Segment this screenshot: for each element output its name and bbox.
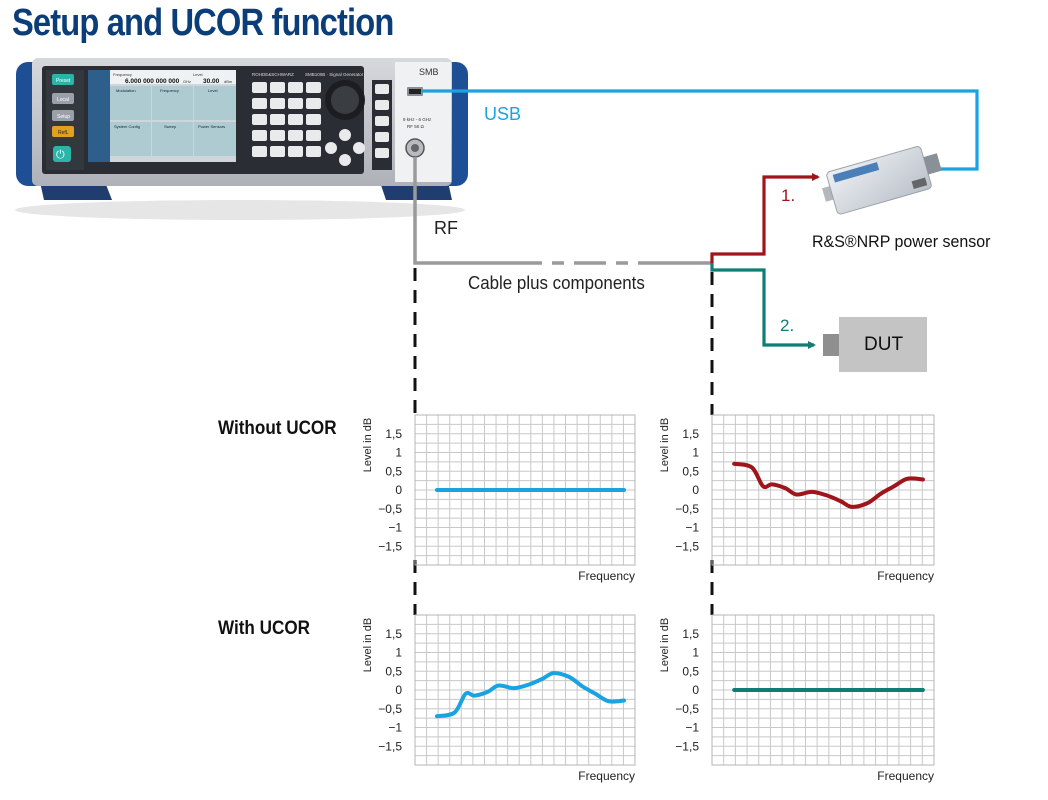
y-axis-label: Level in dB xyxy=(362,418,374,472)
screen-tile-system-config: System Config xyxy=(114,124,140,129)
signal-generator: ⏻ Preset Local Setup RefL Frequency 6.00… xyxy=(15,58,468,220)
y-tick-label: 0,5 xyxy=(682,464,699,478)
chart-frame xyxy=(414,414,636,566)
y-tick-label: −0,5 xyxy=(378,702,402,716)
y-tick-label: 0,5 xyxy=(385,464,402,478)
power-sensor xyxy=(822,146,942,215)
path-1-arrow xyxy=(710,173,820,263)
y-tick-label: 0 xyxy=(395,483,402,497)
y-tick-label: 1 xyxy=(395,646,402,660)
y-tick-label: −0,5 xyxy=(675,702,699,716)
row-title-without-ucor: Without UCOR xyxy=(218,418,337,439)
port-impedance-label: RF 50 Ω xyxy=(407,124,425,129)
y-tick-label: 1 xyxy=(692,446,699,460)
screen-frequency-unit: GHz xyxy=(183,79,191,84)
y-tick-label: 0,5 xyxy=(385,664,402,678)
chart-frame xyxy=(711,614,935,766)
screen-level-unit: dBm xyxy=(224,79,233,84)
keypad xyxy=(252,82,321,157)
arrow-keys xyxy=(325,129,365,166)
screen-tile-modulation: Modulation xyxy=(116,88,136,93)
y-tick-label: −0,5 xyxy=(378,502,402,516)
y-tick-label: 1,5 xyxy=(385,427,402,441)
screen-tile-power-sensors: Power Sensors xyxy=(198,124,225,129)
series-line xyxy=(435,671,626,719)
y-tick-label: −1,5 xyxy=(675,539,699,553)
y-tick-label: −1,5 xyxy=(675,739,699,753)
path-2-label: 2. xyxy=(780,316,795,335)
y-tick-label: −0,5 xyxy=(675,502,699,516)
screen-tile-frequency: Frequency xyxy=(160,88,179,93)
path-1-label: 1. xyxy=(781,186,796,205)
y-axis-label: Level in dB xyxy=(659,418,671,472)
chart-3: 1,5 1 0,5 0 −0,5 −1 −1,5 Level in dB Frequency xyxy=(362,614,636,783)
brand-text: ROHDE&SCHWARZ xyxy=(252,72,294,77)
series-line xyxy=(732,461,925,509)
y-tick-label: −1 xyxy=(685,721,699,735)
y-tick-label: 0 xyxy=(692,683,699,697)
y-tick-label: −1,5 xyxy=(378,739,402,753)
row-title-with-ucor: With UCOR xyxy=(218,618,310,639)
y-tick-label: 1,5 xyxy=(385,627,402,641)
x-axis-label: Frequency xyxy=(877,769,934,783)
y-tick-label: 0,5 xyxy=(682,664,699,678)
y-tick-label: −1,5 xyxy=(378,539,402,553)
usb-label: USB xyxy=(484,104,522,124)
local-key-label: Local xyxy=(57,97,69,103)
chart-4: 1,5 1 0,5 0 −0,5 −1 −1,5 Level in dB Frequency xyxy=(659,614,935,783)
setup-key-label: Setup xyxy=(57,114,70,120)
screen-level-label: Level xyxy=(193,72,203,77)
screen-tile-level: Level xyxy=(208,88,218,93)
dut-connector xyxy=(823,334,841,356)
model-label: SMB xyxy=(419,67,439,77)
svg-text:⏻: ⏻ xyxy=(56,149,65,161)
screen-frequency-value: 6.000 000 000 000 xyxy=(125,78,180,85)
screen-level-value: 30.00 xyxy=(203,78,220,85)
y-tick-label: 1 xyxy=(692,646,699,660)
x-axis-label: Frequency xyxy=(877,569,934,583)
rf-cable xyxy=(413,157,510,265)
y-tick-label: −1 xyxy=(685,521,699,535)
chart-2: 1,5 1 0,5 0 −0,5 −1 −1,5 Level in dB Frequency xyxy=(659,414,935,583)
usb-cable xyxy=(422,89,979,171)
preset-key-label: Preset xyxy=(56,78,71,84)
model-header-text: SMB100B · Signal Generator xyxy=(305,72,364,77)
x-axis-label: Frequency xyxy=(578,769,635,783)
port-range-label: 9 kHz - 6 GHz xyxy=(403,117,432,122)
dut-box xyxy=(839,317,927,372)
y-tick-label: 1,5 xyxy=(682,427,699,441)
screen-tile-sweep: Sweep xyxy=(164,124,177,129)
dashed-guides xyxy=(413,268,714,615)
y-tick-label: −1 xyxy=(388,721,402,735)
chart-1: 1,5 1 0,5 0 −0,5 −1 −1,5 Level in dB Frequency xyxy=(362,414,636,583)
y-tick-label: 0 xyxy=(692,483,699,497)
rf-label: RF xyxy=(434,218,458,238)
screen-frequency-label: Frequency xyxy=(113,72,132,77)
page-title: Setup and UCOR function xyxy=(12,2,394,44)
x-axis-label: Frequency xyxy=(578,569,635,583)
dut-label: DUT xyxy=(864,334,904,355)
y-tick-label: 1 xyxy=(395,446,402,460)
path-2-arrow xyxy=(710,263,816,349)
y-tick-label: −1 xyxy=(388,521,402,535)
sensor-label: R&S®NRP power sensor xyxy=(812,232,991,251)
cable-label: Cable plus components xyxy=(468,273,645,293)
chart-frame xyxy=(711,414,935,566)
y-axis-label: Level in dB xyxy=(362,618,374,672)
y-axis-label: Level in dB xyxy=(659,618,671,672)
refl-key-label: RefL xyxy=(58,130,69,136)
y-tick-label: 1,5 xyxy=(682,627,699,641)
y-tick-label: 0 xyxy=(395,683,402,697)
chart-frame xyxy=(414,614,636,766)
